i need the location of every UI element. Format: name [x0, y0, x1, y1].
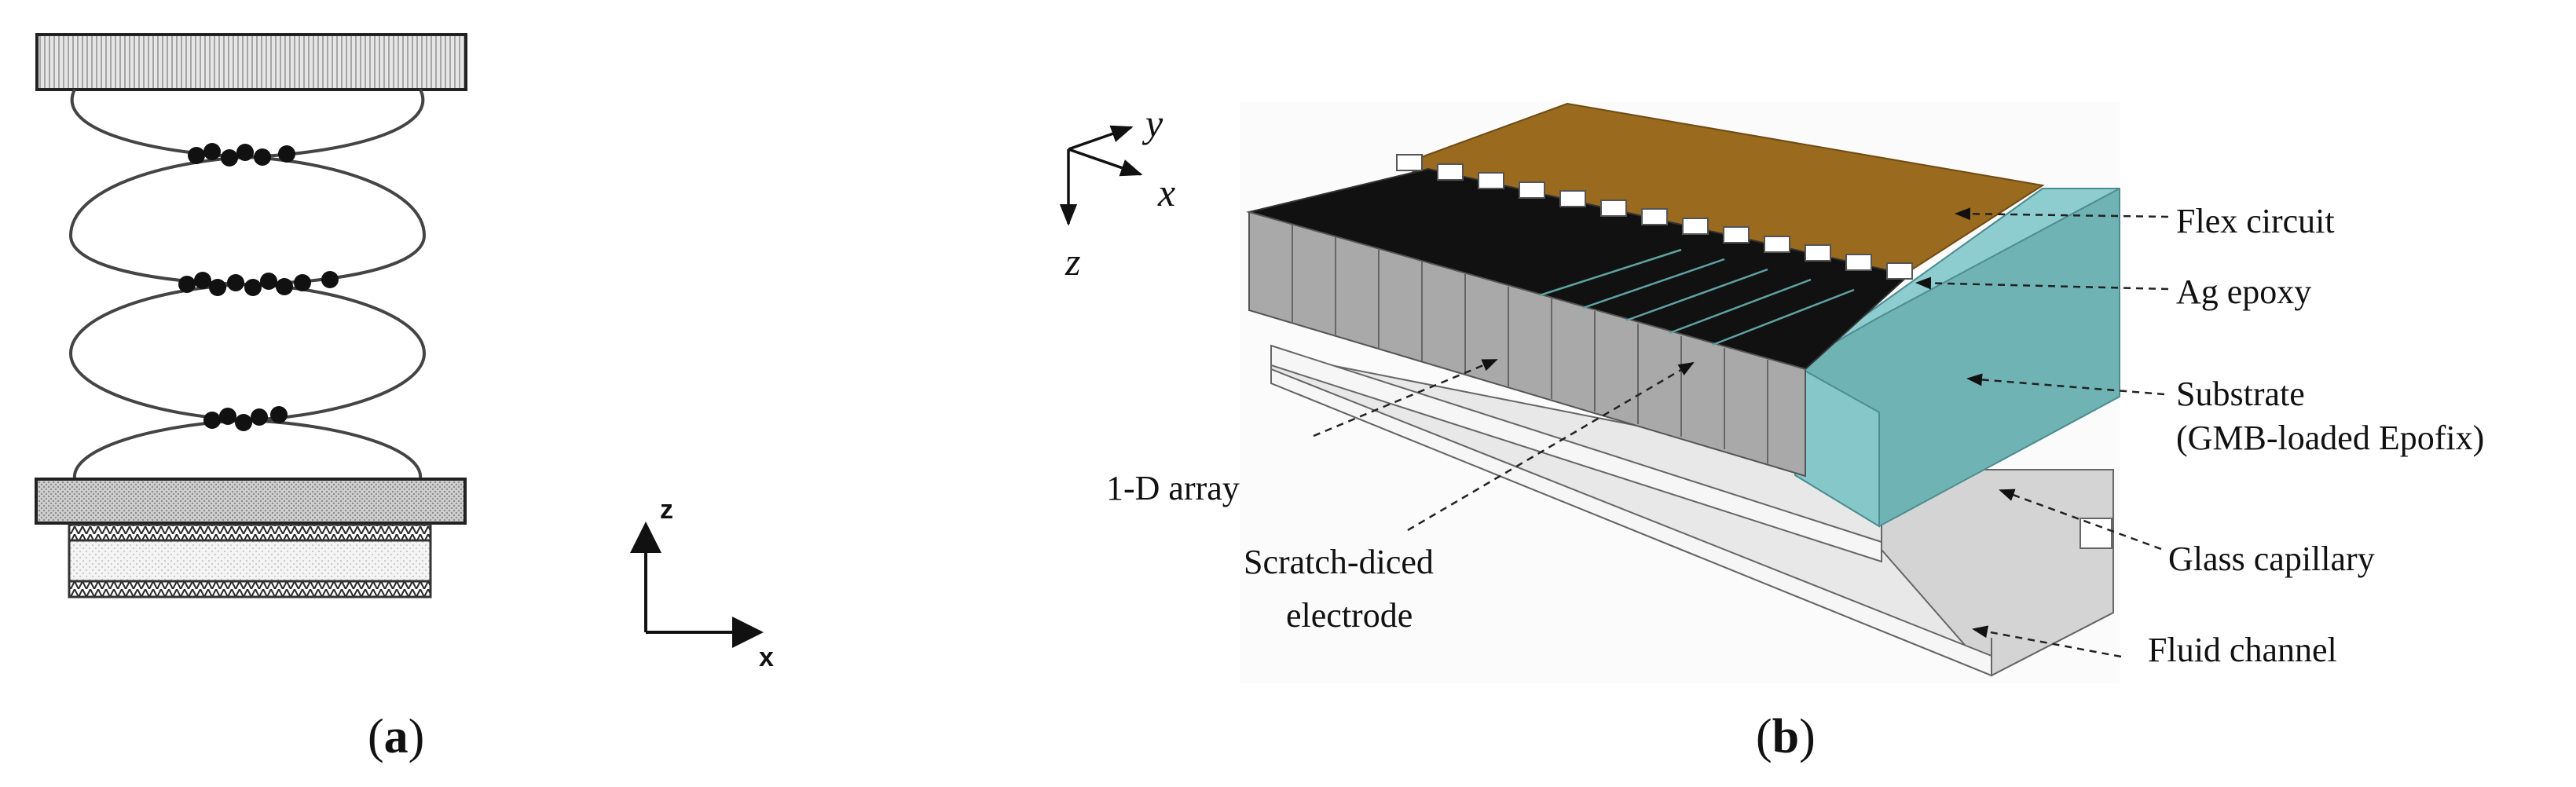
label-scratch-diced-line1: Scratch-diced: [1244, 543, 1434, 581]
standing-wave-node-1: [68, 155, 427, 287]
standing-wave-node-2: [68, 282, 427, 423]
axis-label-z-b: z: [1064, 240, 1080, 284]
axis-indicator-b: y x z: [1059, 101, 1175, 284]
bottom-channel-plate: [35, 478, 467, 525]
label-fluid-channel: Fluid channel: [2148, 631, 2337, 669]
label-flex-circuit: Flex circuit: [2176, 202, 2335, 240]
particle-cluster-middle: [178, 271, 339, 296]
label-1d-array: 1-D array: [1106, 469, 1240, 507]
caption-b: (b): [1756, 710, 1816, 763]
bonding-pads: [1396, 154, 1913, 280]
axis-indicator-a: z x: [630, 495, 774, 672]
caption-a: (a): [368, 710, 424, 763]
panel-a: z x (a): [35, 33, 774, 763]
particle-cluster-bottom: [203, 406, 288, 431]
panel-b: y x z: [1059, 101, 2484, 763]
label-substrate-line1: Substrate: [2176, 375, 2305, 413]
label-scratch-diced-line2: electrode: [1286, 596, 1413, 635]
particle-cluster-top: [188, 143, 295, 167]
glass-capillary: [1270, 344, 2114, 677]
axis-label-z: z: [660, 495, 673, 525]
top-reflector-plate: [35, 33, 467, 91]
label-ag-epoxy: Ag epoxy: [2176, 273, 2311, 311]
callout-leaders: [1313, 207, 2169, 658]
label-substrate-line2: (GMB-loaded Epofix): [2176, 419, 2484, 457]
transducer-piezo: [68, 539, 432, 583]
callout-labels: Flex circuit Ag epoxy Substrate (GMB-loa…: [1106, 202, 2484, 669]
axis-label-x: x: [759, 642, 774, 672]
label-glass-capillary: Glass capillary: [2168, 540, 2375, 578]
transducer-electrode-top: [68, 523, 432, 542]
axis-label-y: y: [1141, 101, 1163, 145]
axis-label-x-b: x: [1157, 170, 1175, 214]
substrate-block: [1794, 188, 2120, 528]
transducer-electrode-bottom: [68, 580, 432, 598]
